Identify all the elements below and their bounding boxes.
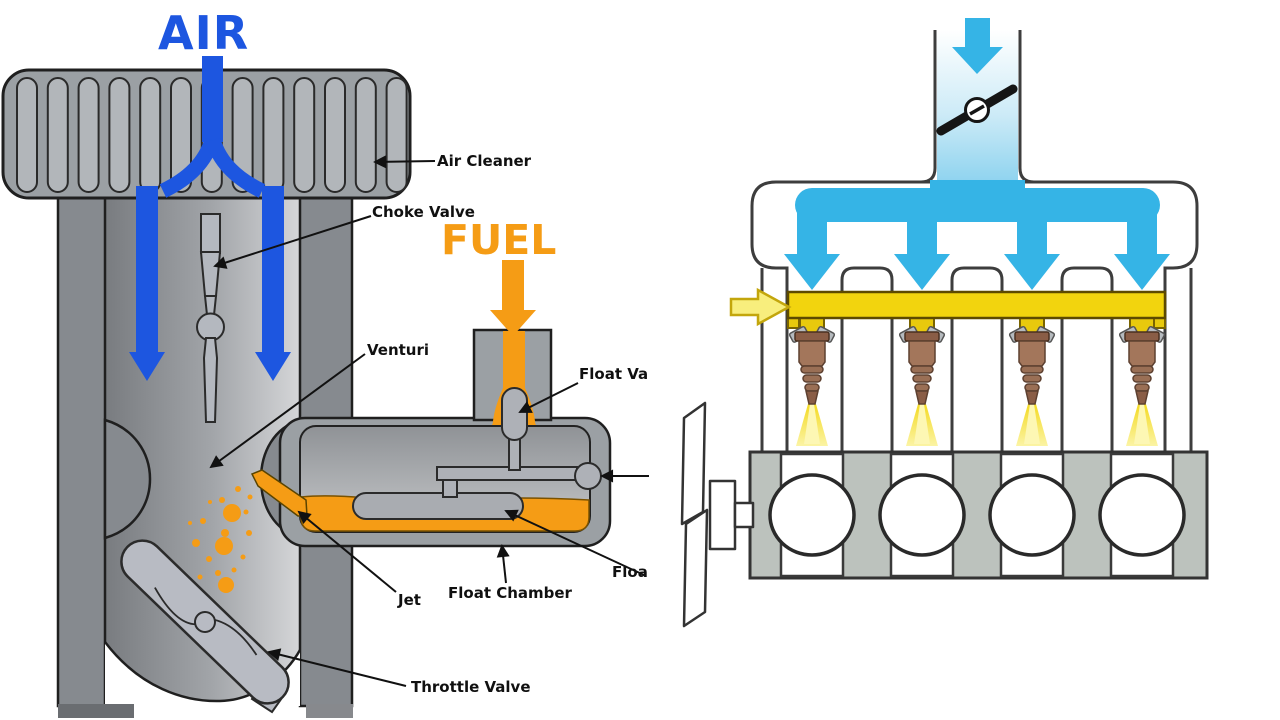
float bbox=[352, 492, 524, 520]
air-distribution-arrows bbox=[784, 180, 1170, 290]
injector-icon bbox=[788, 325, 836, 405]
fuel-injection-diagram bbox=[680, 18, 1209, 628]
jet-label: Jet bbox=[398, 591, 421, 609]
fuel-supply-arrow bbox=[729, 287, 792, 327]
air-flow-label: AIR bbox=[158, 6, 250, 60]
air-cleaner-label: Air Cleaner bbox=[437, 152, 532, 170]
air-flow-arrows bbox=[129, 56, 291, 381]
callout-arrows bbox=[209, 155, 649, 687]
choke-valve-label: Choke Valve bbox=[372, 203, 475, 221]
injector-icon bbox=[1008, 325, 1056, 405]
throttle-valve-label: Throttle Valve bbox=[411, 678, 531, 696]
engine-block bbox=[748, 450, 1209, 580]
float-pivot bbox=[574, 462, 602, 490]
cylinders bbox=[768, 473, 1186, 557]
intake-air-arrow bbox=[952, 18, 1003, 74]
injector-icon bbox=[898, 325, 946, 405]
float-linkage bbox=[436, 387, 602, 498]
float-valve-needle bbox=[501, 387, 528, 441]
fuel-flow-arrow bbox=[490, 260, 536, 336]
fuel-droplets bbox=[188, 486, 253, 593]
throttle-valve bbox=[120, 539, 290, 714]
cooling-fan bbox=[680, 401, 755, 628]
venturi-label: Venturi bbox=[367, 341, 430, 359]
injector-icon bbox=[1118, 325, 1166, 405]
choke-valve bbox=[196, 213, 225, 423]
float-valve-label: Float Va bbox=[579, 366, 648, 383]
carburetor-diagram bbox=[1, 56, 649, 718]
throttle-plate bbox=[936, 84, 1018, 136]
float-chamber-label: Float Chamber bbox=[448, 584, 572, 602]
float-label: Floa bbox=[612, 564, 648, 581]
fuel-flow-label: FUEL bbox=[441, 216, 557, 264]
